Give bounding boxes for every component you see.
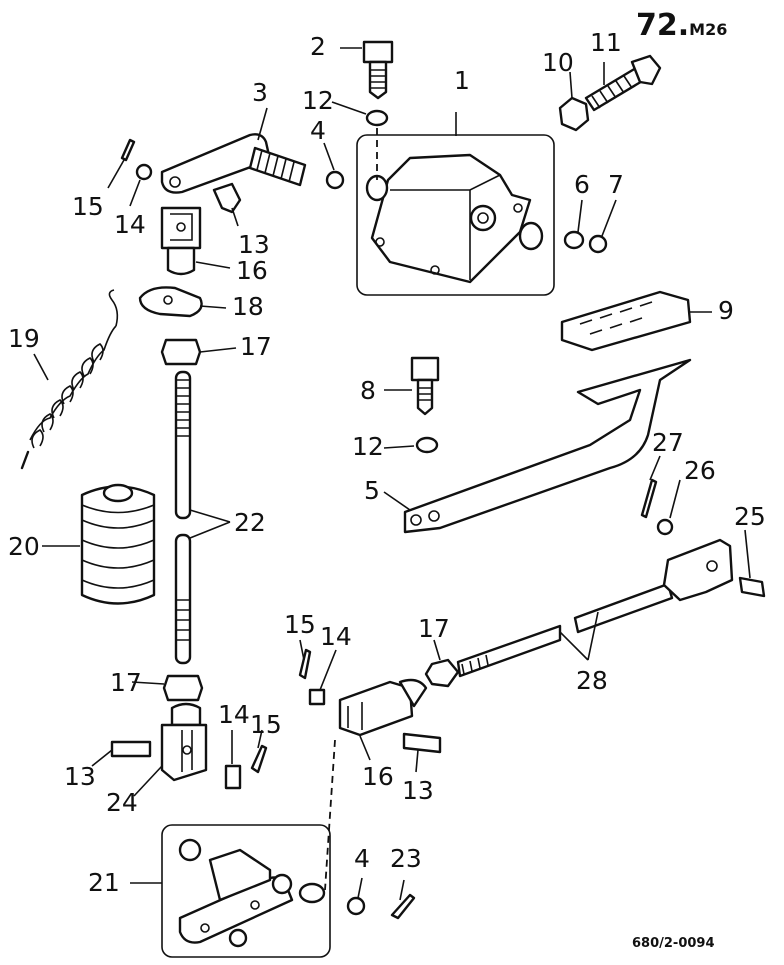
label-28: 28 bbox=[576, 666, 608, 695]
label-12-lower: 12 bbox=[352, 432, 384, 461]
label-25: 25 bbox=[734, 502, 766, 531]
part-11-adjusting-bolt bbox=[584, 54, 662, 112]
label-16-lower: 16 bbox=[362, 762, 394, 791]
part-19-spring bbox=[20, 289, 119, 470]
part-15-cotter-pin-lower-right bbox=[298, 648, 312, 680]
label-17-lower-right: 17 bbox=[418, 614, 450, 643]
label-18: 18 bbox=[232, 292, 264, 321]
part-28-push-rod bbox=[456, 538, 734, 678]
label-17-lower-left: 17 bbox=[110, 668, 142, 697]
part-17-nut-lower-right bbox=[424, 658, 460, 688]
part-20-rubber-buffer bbox=[80, 483, 156, 605]
label-16-upper: 16 bbox=[236, 256, 268, 285]
part-4-washer-upper bbox=[325, 170, 345, 190]
bushing bbox=[298, 882, 326, 904]
label-14-lower-right: 14 bbox=[320, 622, 352, 651]
part-10-nut bbox=[558, 96, 590, 132]
part-13-pin-lower-right bbox=[402, 732, 442, 754]
label-14-upper: 14 bbox=[114, 210, 146, 239]
part-17-nut-upper bbox=[160, 338, 202, 366]
part-26-washer bbox=[656, 518, 674, 536]
part-6-bushing bbox=[563, 230, 585, 250]
label-3: 3 bbox=[252, 78, 268, 107]
label-17-upper: 17 bbox=[240, 332, 272, 361]
label-1: 1 bbox=[454, 66, 470, 95]
label-27: 27 bbox=[652, 428, 684, 457]
reference-code: 680/2-0094 bbox=[632, 936, 715, 951]
label-4-lower: 4 bbox=[354, 844, 370, 873]
part-22-threaded-rod bbox=[174, 370, 192, 665]
label-13-lower-right: 13 bbox=[402, 776, 434, 805]
label-13-upper: 13 bbox=[238, 230, 270, 259]
label-4-upper: 4 bbox=[310, 116, 326, 145]
part-4-washer-lower bbox=[346, 896, 366, 916]
part-17-nut-lower-left bbox=[162, 674, 204, 702]
label-7: 7 bbox=[608, 170, 624, 199]
part-18-plate bbox=[138, 286, 203, 318]
part-12-washer-lower bbox=[415, 436, 439, 454]
label-14-lower-left: 14 bbox=[218, 700, 250, 729]
label-15-lower-left: 15 bbox=[250, 710, 282, 739]
part-13-pin-upper bbox=[212, 182, 242, 214]
part-14-nut-lower-left bbox=[224, 764, 242, 790]
part-12-washer-upper bbox=[365, 109, 389, 127]
label-11: 11 bbox=[590, 28, 622, 57]
label-8: 8 bbox=[360, 376, 376, 405]
part-16-clevis-lower bbox=[338, 678, 428, 737]
label-2: 2 bbox=[310, 32, 326, 61]
title-sub: M26 bbox=[689, 20, 728, 39]
label-20: 20 bbox=[8, 532, 40, 561]
part-8-bolt bbox=[410, 356, 440, 416]
part-15-cotter-pin-lower-left bbox=[250, 744, 268, 774]
part-15-cotter-pin-upper bbox=[120, 138, 136, 162]
part-1-pedal-housing bbox=[356, 134, 555, 296]
label-5: 5 bbox=[364, 476, 380, 505]
label-15-lower-right: 15 bbox=[284, 610, 316, 639]
part-5-pedal-lever bbox=[403, 358, 692, 534]
part-2-bolt bbox=[362, 40, 394, 100]
part-13-pin-lower-left bbox=[110, 740, 152, 758]
label-13-lower-left: 13 bbox=[64, 762, 96, 791]
leader-lines bbox=[33, 47, 751, 901]
part-14-nut-upper bbox=[135, 163, 153, 181]
part-24-clevis-lower bbox=[160, 702, 208, 782]
part-9-pedal-pad bbox=[560, 290, 692, 352]
part-3-lever-arm bbox=[160, 133, 345, 194]
label-19: 19 bbox=[8, 324, 40, 353]
label-26: 26 bbox=[684, 456, 716, 485]
label-10: 10 bbox=[542, 48, 574, 77]
title-main: 72. bbox=[636, 8, 690, 43]
part-23-clip bbox=[390, 893, 416, 920]
part-27-split-pin bbox=[640, 478, 658, 519]
label-24: 24 bbox=[106, 788, 138, 817]
diagram-title: 72.M26 bbox=[636, 8, 727, 43]
assembly-line-lower bbox=[324, 739, 336, 891]
part-21-bracket bbox=[161, 824, 331, 958]
part-14-nut-lower-right bbox=[308, 688, 326, 706]
label-12-upper: 12 bbox=[302, 86, 334, 115]
label-22: 22 bbox=[234, 508, 266, 537]
label-9: 9 bbox=[718, 296, 734, 325]
part-25-bolt bbox=[738, 576, 766, 598]
label-6: 6 bbox=[574, 170, 590, 199]
label-15-upper: 15 bbox=[72, 192, 104, 221]
label-23: 23 bbox=[390, 844, 422, 873]
label-21: 21 bbox=[88, 868, 120, 897]
part-7-clip bbox=[588, 234, 608, 254]
part-16-clevis-upper bbox=[160, 206, 202, 276]
